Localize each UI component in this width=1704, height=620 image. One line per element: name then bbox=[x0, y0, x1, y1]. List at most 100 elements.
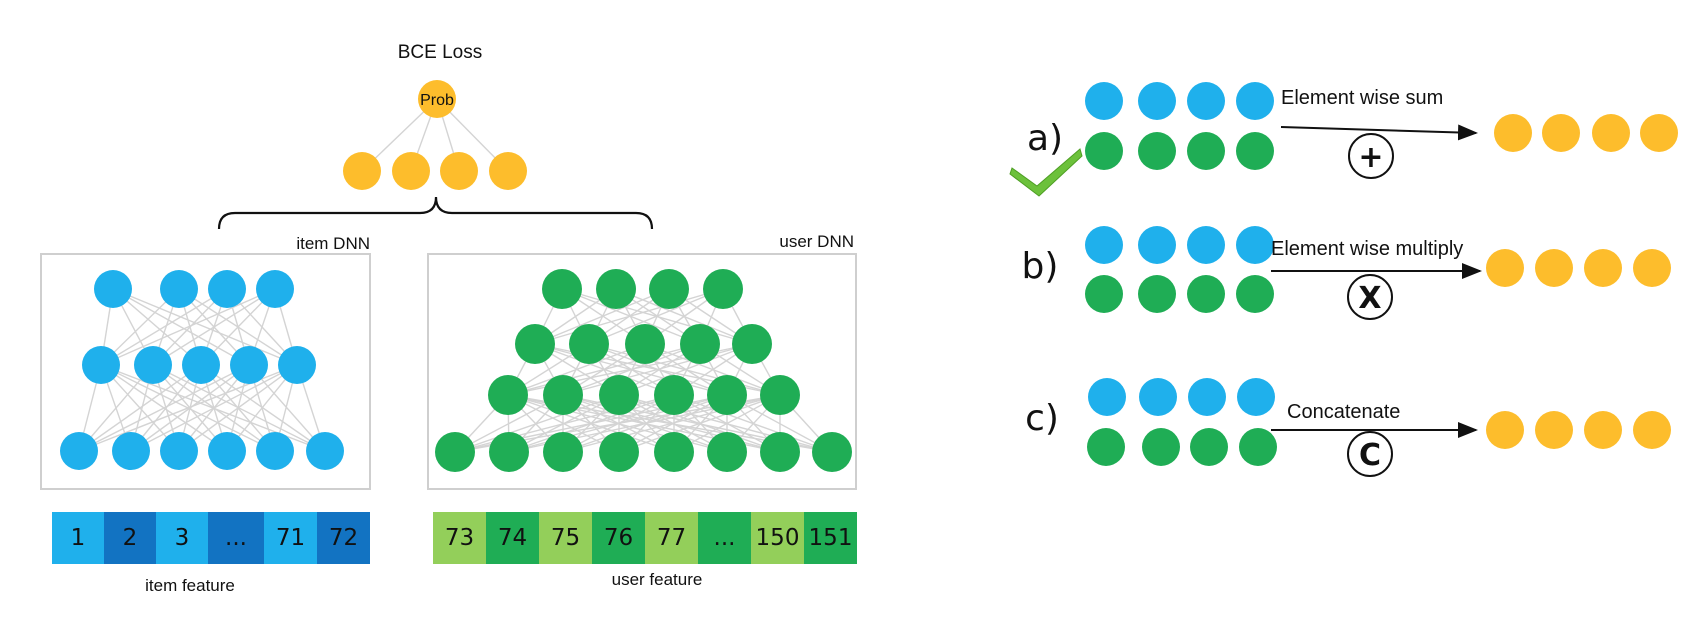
option-user-node bbox=[1087, 428, 1125, 466]
user-feature-cell-label: 75 bbox=[551, 525, 580, 551]
item-neuron bbox=[82, 346, 120, 384]
item-feature-cell-label: 3 bbox=[175, 525, 190, 551]
operator-circle bbox=[1348, 133, 1394, 179]
output-layer bbox=[343, 152, 527, 190]
user-feature-cell-label: ... bbox=[714, 525, 736, 551]
item-neuron bbox=[256, 432, 294, 470]
option-arrow bbox=[1280, 124, 1478, 141]
checkmark-icon bbox=[1009, 148, 1083, 197]
option-a: a)Element wise sum+ bbox=[1009, 82, 1678, 197]
operator-symbol: C bbox=[1359, 438, 1381, 473]
user-feature-cell bbox=[592, 512, 645, 564]
option-output-node bbox=[1494, 114, 1532, 152]
item-dnn-label: item DNN bbox=[296, 234, 370, 253]
item-feature-cell bbox=[317, 512, 370, 564]
connection-line bbox=[112, 288, 250, 366]
option-user-node bbox=[1187, 275, 1225, 313]
item-neuron bbox=[230, 346, 268, 384]
user-feature-cell-label: 77 bbox=[657, 525, 686, 551]
option-user-node bbox=[1190, 428, 1228, 466]
item-feature-cell-label: 72 bbox=[329, 525, 358, 551]
option-output-node bbox=[1535, 249, 1573, 287]
connection-line bbox=[588, 288, 724, 345]
user-feature-cell bbox=[433, 512, 486, 564]
item-neuron bbox=[160, 432, 198, 470]
operator-symbol: + bbox=[1358, 140, 1383, 175]
user-neuron bbox=[489, 432, 529, 472]
user-neuron bbox=[515, 324, 555, 364]
option-item-node bbox=[1237, 378, 1275, 416]
option-item-node bbox=[1138, 82, 1176, 120]
option-user-node bbox=[1187, 132, 1225, 170]
option-item-node bbox=[1088, 378, 1126, 416]
user-neuron bbox=[707, 432, 747, 472]
connection-line bbox=[130, 364, 298, 452]
option-item-node bbox=[1085, 226, 1123, 264]
option-letter: a) bbox=[1027, 118, 1063, 159]
item-feature-cell bbox=[264, 512, 317, 564]
user-neuron bbox=[760, 432, 800, 472]
tower-brace bbox=[217, 196, 654, 230]
operator-symbol: X bbox=[1358, 281, 1381, 316]
user-feature-cell bbox=[645, 512, 698, 564]
option-item-node bbox=[1188, 378, 1226, 416]
user-neuron bbox=[649, 269, 689, 309]
option-user-node bbox=[1142, 428, 1180, 466]
connection-line bbox=[562, 343, 753, 396]
output-node bbox=[489, 152, 527, 190]
user-neuron bbox=[569, 324, 609, 364]
user-neuron bbox=[596, 269, 636, 309]
option-letter: b) bbox=[1022, 246, 1059, 287]
item-dnn-box bbox=[40, 253, 371, 490]
option-item-node bbox=[1187, 82, 1225, 120]
item-feature-cell-label: 71 bbox=[276, 525, 305, 551]
connection-line bbox=[152, 288, 276, 366]
option-user-node bbox=[1236, 275, 1274, 313]
user-neuron bbox=[599, 432, 639, 472]
option-output-node bbox=[1592, 114, 1630, 152]
option-output-node bbox=[1633, 411, 1671, 449]
user-feature-cell-label: 76 bbox=[604, 525, 633, 551]
output-node bbox=[392, 152, 430, 190]
user-neuron bbox=[654, 375, 694, 415]
item-feature-label: item feature bbox=[145, 576, 235, 595]
user-neuron bbox=[732, 324, 772, 364]
user-neuron bbox=[488, 375, 528, 415]
item-neuron bbox=[208, 270, 246, 308]
item-feature-cell-label: 1 bbox=[71, 525, 86, 551]
connection-line bbox=[673, 394, 781, 453]
connection-line bbox=[100, 288, 276, 366]
user-dnn-network bbox=[435, 269, 852, 472]
connection-line bbox=[507, 343, 646, 396]
connection-line bbox=[454, 394, 564, 453]
item-dnn-network bbox=[60, 270, 344, 470]
item-feature-cell bbox=[208, 512, 264, 564]
user-neuron bbox=[599, 375, 639, 415]
combination-options: a)Element wise sum+ b)Element wise multip… bbox=[1009, 82, 1678, 477]
option-label: Concatenate bbox=[1287, 401, 1400, 423]
user-neuron bbox=[625, 324, 665, 364]
option-user-node bbox=[1138, 132, 1176, 170]
item-neuron bbox=[182, 346, 220, 384]
item-neuron bbox=[60, 432, 98, 470]
item-feature-cell bbox=[156, 512, 208, 564]
option-item-node bbox=[1236, 226, 1274, 264]
item-neuron bbox=[112, 432, 150, 470]
user-neuron bbox=[812, 432, 852, 472]
user-feature-cell bbox=[698, 512, 751, 564]
output-node bbox=[343, 152, 381, 190]
item-neuron bbox=[208, 432, 246, 470]
option-letter: c) bbox=[1025, 398, 1059, 439]
user-neuron bbox=[542, 269, 582, 309]
user-neuron bbox=[680, 324, 720, 364]
connection-line bbox=[534, 288, 724, 345]
user-neuron bbox=[654, 432, 694, 472]
connection-line bbox=[78, 364, 202, 452]
user-feature-cell bbox=[539, 512, 592, 564]
option-item-node bbox=[1236, 82, 1274, 120]
user-feature-cell-label: 73 bbox=[445, 525, 474, 551]
item-neuron bbox=[278, 346, 316, 384]
